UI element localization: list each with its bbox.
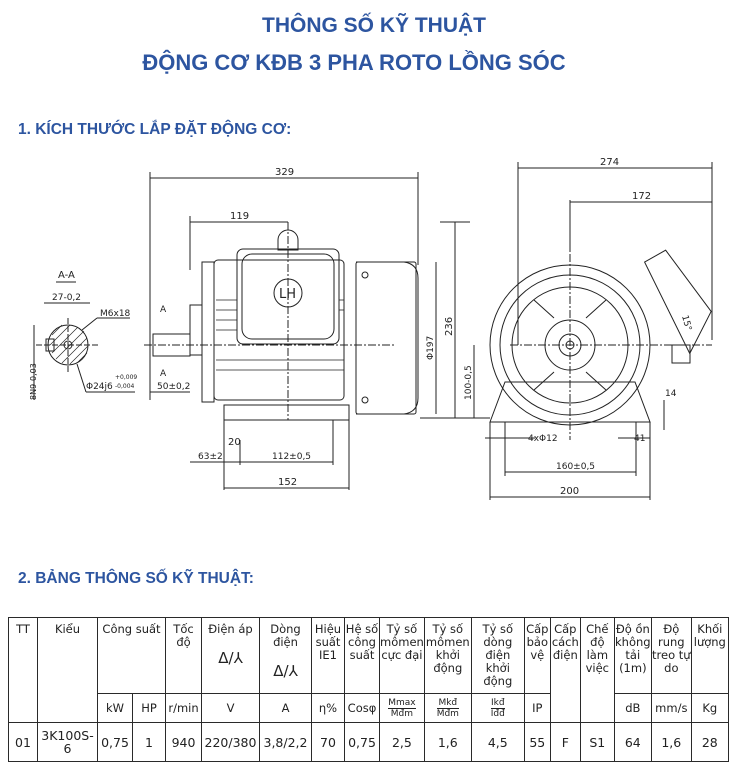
cell-start-torque: 1,6 <box>423 722 472 762</box>
cell-power-factor: 0,75 <box>344 722 380 762</box>
section-view-a-a: A-A 27-0,2 M6x18 Φ24j6 +0,009 -0,004 8N9… <box>29 270 137 400</box>
col-header-power-factor: Hệ số công suất <box>344 617 380 694</box>
overall-length-dim: 329 <box>275 167 294 178</box>
foot-length-dim: 152 <box>278 477 297 488</box>
center-distance-dim: 119 <box>230 211 249 222</box>
col-header-max-torque: Tỷ số mômen cực đại <box>379 617 425 694</box>
unit-volt: V <box>201 693 260 723</box>
unit-efficiency: η% <box>311 693 345 723</box>
foot-thickness-dim: 14 <box>665 389 677 399</box>
cell-hp: 1 <box>132 722 166 762</box>
hole-spacing-dim: 160±0,5 <box>556 462 595 472</box>
col-header-protection: Cấp bảo vệ <box>523 617 551 694</box>
cell-max-torque: 2,5 <box>379 722 425 762</box>
section-marker-bottom: A <box>160 369 167 379</box>
cell-tt: 01 <box>8 722 38 762</box>
foot-edge-dim: 41 <box>634 434 645 444</box>
col-header-noise: Độ ồn không tải (1m) <box>613 617 652 694</box>
col-header-efficiency: Hiệu suất IE1 <box>311 617 345 694</box>
shaft-tol-lower: -0,004 <box>115 383 135 390</box>
unit-rpm: r/min <box>165 693 202 723</box>
cell-start-current: 4,5 <box>470 722 525 762</box>
section-marker-top: A <box>160 305 167 315</box>
unit-amp: A <box>259 693 312 723</box>
mount-holes-dim: 4xΦ12 <box>528 434 558 444</box>
cell-model: 3K100S-6 <box>37 722 98 762</box>
fan-cover-diameter-dim: Φ197 <box>426 336 436 360</box>
cell-current: 3,8/2,2 <box>259 722 312 762</box>
unit-ip: IP <box>523 693 551 723</box>
page-subtitle: ĐỘNG CƠ KĐB 3 PHA ROTO LỒNG SÓC <box>142 50 566 75</box>
foot-offset-dim: 20 <box>228 437 241 448</box>
col-header-vibration: Độ rung treo tự do <box>650 617 692 694</box>
foot-hole-spacing-dim: 112±0,5 <box>272 452 311 462</box>
key-width-dim: 27-0,2 <box>52 293 81 303</box>
unit-kg: Kg <box>690 693 729 723</box>
col-header-power: Công suất <box>97 617 166 694</box>
shaft-to-foot-dim: 63±2 <box>198 452 223 462</box>
terminal-offset-dim: 172 <box>632 191 651 202</box>
col-header-insulation: Cấp cách điện <box>549 617 581 723</box>
cell-voltage: 220/380 <box>201 722 260 762</box>
unit-cos-phi: Cosφ <box>344 693 380 723</box>
cell-protection: 55 <box>523 722 551 762</box>
delta-star-symbol: Δ/⅄ <box>273 662 298 680</box>
cell-insulation: F <box>549 722 581 762</box>
table-row: 01 3K100S-6 0,75 1 940 220/380 3,8/2,2 7… <box>8 722 729 762</box>
col-header-tt: TT <box>8 617 38 723</box>
unit-hp: HP <box>132 693 166 723</box>
delta-star-symbol: Δ/⅄ <box>218 649 243 667</box>
overall-width-dim: 274 <box>600 157 619 168</box>
section-heading-spec-table: 2. BẢNG THÔNG SỐ KỸ THUẬT: <box>18 570 254 587</box>
col-header-start-current: Tỷ số dòng điện khởi động <box>470 617 525 694</box>
shaft-length-dim: 50±0,2 <box>157 382 190 392</box>
page-title: THÔNG SỐ KỸ THUẬT <box>262 14 486 37</box>
shaft-diameter-dim: Φ24j6 <box>86 382 113 392</box>
side-view: 329 119 LH A A 50±0,2 20 <box>144 167 490 490</box>
cell-duty: S1 <box>579 722 615 762</box>
motor-dimension-drawing: A-A 27-0,2 M6x18 Φ24j6 +0,009 -0,004 8N9… <box>29 157 713 500</box>
overall-height-dim: 236 <box>444 317 455 336</box>
cell-kw: 0,75 <box>97 722 133 762</box>
col-header-start-torque: Tỷ số mômen khởi động <box>423 617 472 694</box>
unit-db: dB <box>613 693 652 723</box>
shaft-height-dim: 100-0,5 <box>464 365 474 400</box>
col-header-model: Kiểu <box>37 617 98 723</box>
thread-dim: M6x18 <box>100 309 131 319</box>
cell-noise: 64 <box>613 722 652 762</box>
section-label: A-A <box>58 270 75 281</box>
col-header-weight: Khối lượng <box>690 617 729 694</box>
section-heading-dimensions: 1. KÍCH THƯỚC LẮP ĐẶT ĐỘNG CƠ: <box>18 121 292 138</box>
terminal-angle-dim: 15° <box>679 314 693 332</box>
base-width-dim: 200 <box>560 486 579 497</box>
unit-kw: kW <box>97 693 133 723</box>
shaft-tol-upper: +0,009 <box>115 374 137 381</box>
cell-rpm: 940 <box>165 722 202 762</box>
keyway-dim: 8N9-0,03 <box>29 363 38 400</box>
front-view: 274 172 15° 14 4xΦ12 41 160±0,5 200 <box>485 157 713 500</box>
unit-mm-s: mm/s <box>650 693 692 723</box>
cell-vibration: 1,6 <box>650 722 692 762</box>
col-header-speed: Tốc độ <box>165 617 202 694</box>
cell-weight: 28 <box>690 722 729 762</box>
cell-efficiency: 70 <box>311 722 345 762</box>
col-header-duty: Chế độ làm việc <box>579 617 615 723</box>
